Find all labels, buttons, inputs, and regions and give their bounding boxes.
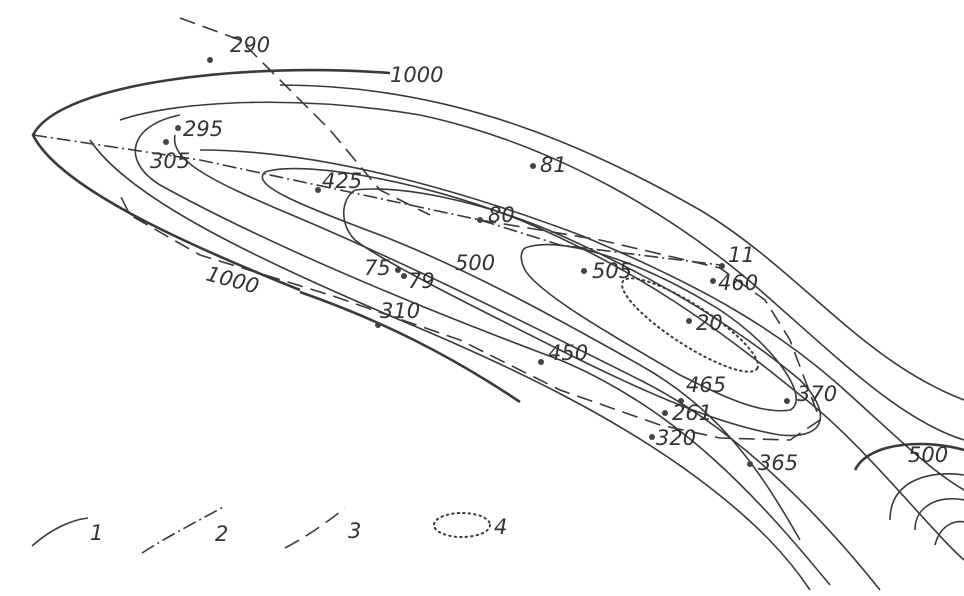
contour-line <box>173 134 881 591</box>
fault-line <box>179 17 431 216</box>
contour-line <box>261 171 801 541</box>
legend-label: 1 <box>90 521 103 545</box>
well-label: 81 <box>540 153 567 177</box>
legend-label: 2 <box>215 522 228 546</box>
contour-label: 1000 <box>390 63 443 87</box>
dotted-closure <box>621 277 759 373</box>
contour-line <box>279 84 964 401</box>
legend-symbol-dotted <box>433 512 491 538</box>
well-label: 295 <box>183 117 223 141</box>
legend-symbol-fault <box>284 507 346 549</box>
fold-axis <box>32 134 721 266</box>
well-label: 20 <box>696 311 723 335</box>
contour-line <box>119 101 964 441</box>
contour-line <box>889 473 964 546</box>
contour-label: 500 <box>455 251 495 275</box>
well-label: 460 <box>718 271 758 295</box>
well-label: 320 <box>656 426 696 450</box>
contour-1000-outer-lower <box>299 290 521 404</box>
legend-symbol-axis <box>141 505 226 554</box>
contour-label: 1000 <box>204 262 262 299</box>
well-label: 450 <box>548 341 588 365</box>
well-label: 310 <box>380 299 420 323</box>
contour-line <box>134 114 831 586</box>
contour-line <box>343 188 822 437</box>
well-label: 305 <box>150 149 190 173</box>
well-label: 290 <box>230 33 270 57</box>
well-label: 370 <box>797 382 837 406</box>
legend-symbol-contour <box>31 517 89 547</box>
well-label: 261 <box>672 401 712 425</box>
well-label: 505 <box>592 259 632 283</box>
well-label: 75 <box>364 256 391 280</box>
contour-500-closed <box>520 243 797 412</box>
contour-line <box>199 149 964 491</box>
well-label: 80 <box>488 203 515 227</box>
legend-label: 4 <box>494 515 507 539</box>
fault-line <box>119 194 821 441</box>
well-label: 465 <box>686 373 726 397</box>
contour-500-right <box>853 442 964 471</box>
well-label: 79 <box>408 269 435 293</box>
legend: 1 2 3 4 <box>31 505 507 554</box>
well-label: 11 <box>728 243 755 267</box>
contour-line <box>89 139 811 591</box>
well-label: 365 <box>758 451 798 475</box>
contour-label: 500 <box>908 443 948 467</box>
legend-label: 3 <box>348 519 361 543</box>
well-label: 425 <box>322 169 362 193</box>
well-points <box>163 57 790 467</box>
contour-line <box>264 167 964 561</box>
